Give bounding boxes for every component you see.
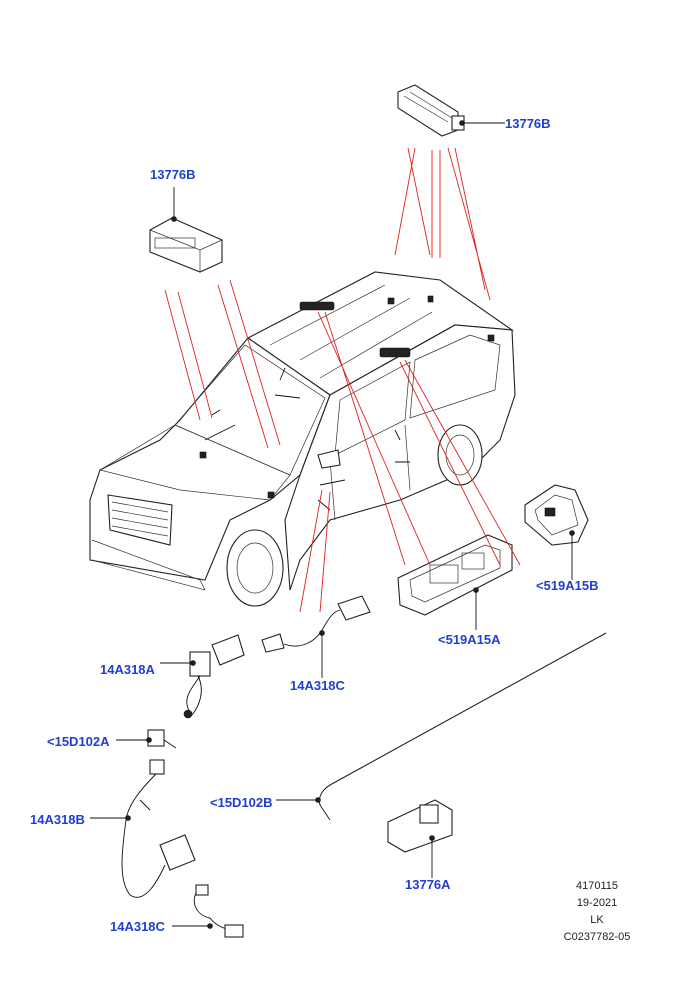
callout-519a15a[interactable]: <519A15A bbox=[438, 632, 501, 647]
leader-lines bbox=[90, 122, 573, 927]
info-date: 19-2021 bbox=[576, 897, 618, 909]
callout-519a15b[interactable]: <519A15B bbox=[536, 578, 599, 593]
info-part-number: 4170115 bbox=[575, 880, 618, 892]
console-519a15a bbox=[397, 534, 513, 616]
camera-13776a bbox=[387, 799, 453, 853]
callout-15d102b[interactable]: <15D102B bbox=[210, 795, 273, 810]
wire-15d102b bbox=[315, 632, 607, 821]
callout-14a318b[interactable]: 14A318B bbox=[30, 812, 85, 827]
sensor-15d102a bbox=[146, 729, 177, 749]
harness-14a318a bbox=[183, 634, 245, 719]
camera-module-13776b-left bbox=[149, 216, 223, 273]
camera-module-13776b-top bbox=[397, 84, 465, 137]
harness-14a318b bbox=[121, 759, 196, 898]
info-reference: C0237782-05 bbox=[563, 931, 631, 943]
harness-14a318c-lower bbox=[193, 884, 244, 938]
indicator-lines bbox=[164, 147, 521, 613]
callout-13776b-left[interactable]: 13776B bbox=[150, 167, 196, 182]
callout-13776a[interactable]: 13776A bbox=[405, 877, 451, 892]
callout-13776b-top[interactable]: 13776B bbox=[505, 116, 551, 131]
callout-15d102a[interactable]: <15D102A bbox=[47, 734, 110, 749]
vehicle-outline bbox=[89, 271, 516, 607]
callout-14a318a[interactable]: 14A318A bbox=[100, 662, 155, 677]
info-code: LK bbox=[590, 914, 604, 926]
callout-14a318c-lower[interactable]: 14A318C bbox=[110, 919, 165, 934]
callout-14a318c-upper[interactable]: 14A318C bbox=[290, 678, 345, 693]
harness-14a318c-upper bbox=[261, 595, 371, 653]
console-519a15b bbox=[524, 484, 589, 546]
